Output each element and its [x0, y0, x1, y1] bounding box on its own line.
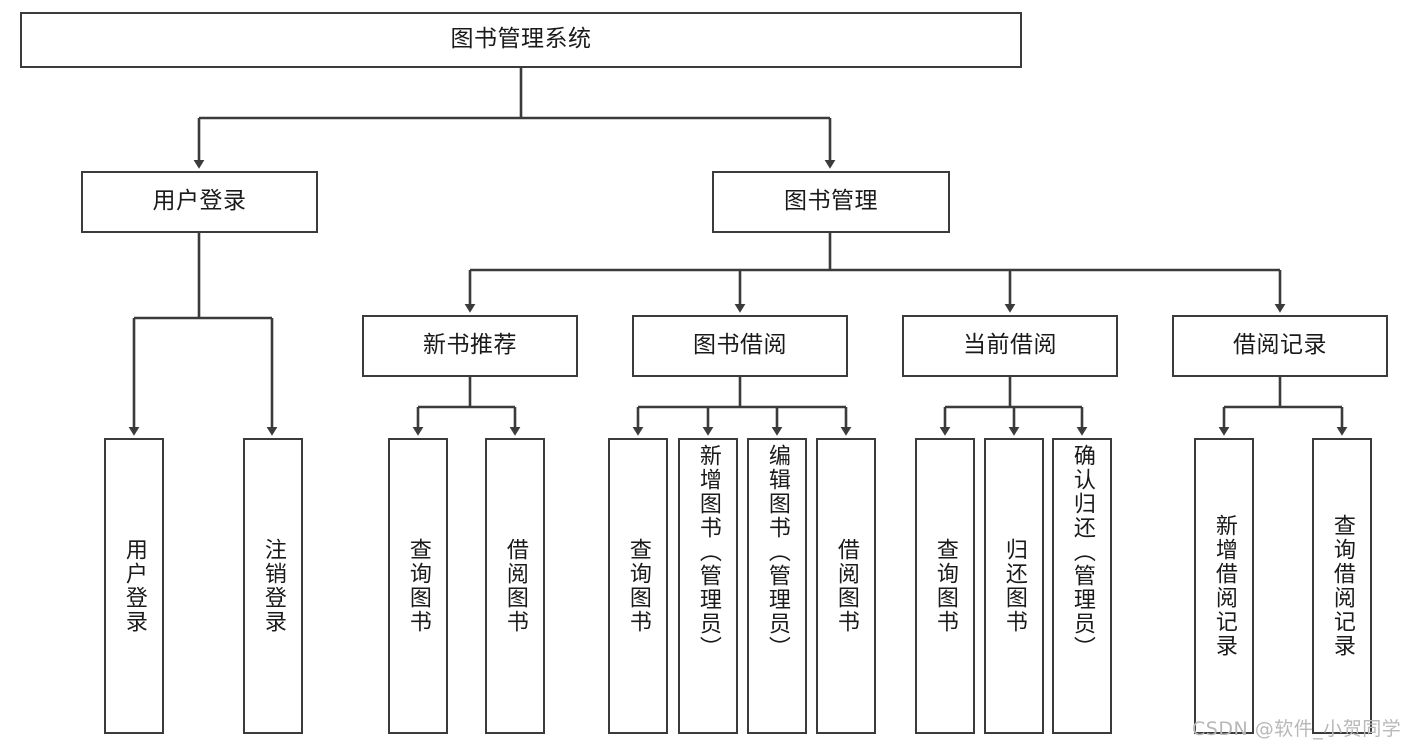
node-label: 用户登录 [152, 188, 247, 215]
node-leaf-query-book[interactable]: 查询图书 [608, 438, 668, 734]
node-label: 用户登录 [121, 538, 147, 634]
node-leaf-query-borrow-record[interactable]: 查询借阅记录 [1312, 438, 1372, 734]
node-leaf-add-borrow-record[interactable]: 新增借阅记录 [1194, 438, 1254, 734]
node-leaf-query-book-current[interactable]: 查询图书 [915, 438, 975, 734]
node-label: 归还图书 [1001, 538, 1027, 634]
node-leaf-return-book[interactable]: 归还图书 [984, 438, 1044, 734]
node-label: 查询图书 [625, 538, 651, 634]
node-label: 图书管理 [784, 188, 878, 215]
node-label: 注销登录 [260, 538, 286, 634]
node-label: 编辑图书（管理员） [764, 444, 790, 660]
csdn-watermark: CSDN @软件_小贺同学 [1192, 718, 1402, 740]
node-book-borrow[interactable]: 图书借阅 [632, 315, 848, 377]
node-label: 新书推荐 [423, 332, 517, 359]
node-user-login[interactable]: 用户登录 [81, 171, 318, 233]
node-book-manage[interactable]: 图书管理 [712, 171, 950, 233]
node-label: 确认归还（管理员） [1069, 444, 1095, 660]
node-label: 图书借阅 [693, 332, 787, 359]
node-label: 新增借阅记录 [1211, 514, 1237, 658]
node-label: 新增图书（管理员） [695, 444, 721, 660]
node-label: 查询图书 [932, 538, 958, 634]
node-label: 当前借阅 [963, 332, 1057, 359]
node-leaf-borrow-book[interactable]: 借阅图书 [816, 438, 876, 734]
node-label: 图书管理系统 [450, 26, 592, 53]
node-leaf-confirm-return-admin[interactable]: 确认归还（管理员） [1052, 438, 1112, 734]
node-label: 查询借阅记录 [1329, 514, 1355, 658]
node-label: 查询图书 [405, 538, 431, 634]
node-leaf-borrow-book-recommend[interactable]: 借阅图书 [485, 438, 545, 734]
node-leaf-add-book-admin[interactable]: 新增图书（管理员） [678, 438, 738, 734]
node-borrow-record[interactable]: 借阅记录 [1172, 315, 1388, 377]
node-label: 借阅记录 [1233, 332, 1327, 359]
node-root-system[interactable]: 图书管理系统 [20, 12, 1022, 68]
node-new-book-recommend[interactable]: 新书推荐 [362, 315, 578, 377]
node-label: 借阅图书 [502, 538, 528, 634]
node-leaf-edit-book-admin[interactable]: 编辑图书（管理员） [747, 438, 807, 734]
node-leaf-user-logout[interactable]: 注销登录 [243, 438, 303, 734]
node-leaf-query-book-recommend[interactable]: 查询图书 [388, 438, 448, 734]
node-leaf-user-login[interactable]: 用户登录 [104, 438, 164, 734]
node-current-borrow[interactable]: 当前借阅 [902, 315, 1118, 377]
node-label: 借阅图书 [833, 538, 859, 634]
